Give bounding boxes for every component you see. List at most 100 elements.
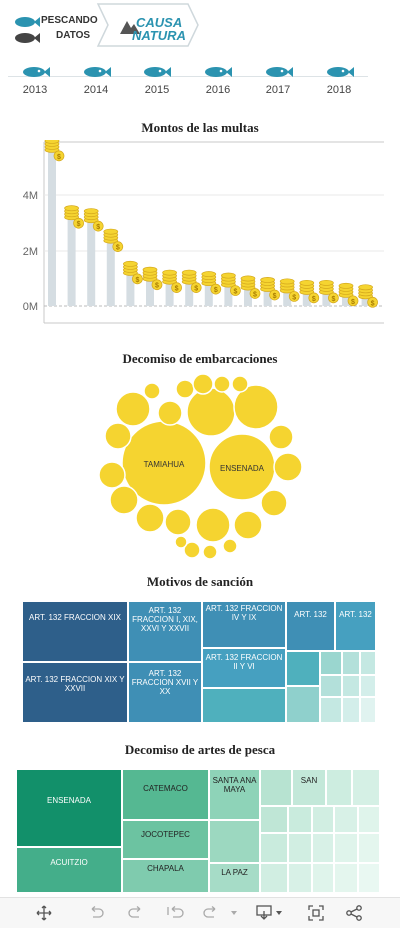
fullscreen-icon[interactable] [308, 905, 324, 921]
svg-text:$: $ [331, 296, 335, 303]
treemap-cell [342, 697, 360, 723]
bar[interactable] [87, 218, 96, 306]
pescando-datos-logo[interactable]: PESCANDO DATOS [14, 12, 104, 46]
bar[interactable] [361, 294, 370, 306]
bar[interactable] [263, 286, 272, 306]
bar[interactable] [146, 276, 154, 306]
treemap-cell[interactable]: ART. 132 [286, 601, 335, 651]
bubble[interactable] [273, 452, 303, 482]
bar[interactable] [204, 281, 213, 306]
bubble[interactable] [104, 422, 132, 450]
treemap-cell[interactable]: JOCOTEPEC [122, 820, 209, 859]
redo-icon[interactable] [128, 906, 144, 920]
treemap-cell[interactable]: ART. 132 FRACCION IV Y IX [202, 601, 286, 648]
coin-stack-icon: $ [299, 279, 320, 304]
year-label-2013[interactable]: 2013 [22, 84, 48, 96]
treemap-cell [360, 675, 376, 697]
bar[interactable] [342, 292, 350, 306]
year-label-2017[interactable]: 2017 [265, 84, 291, 96]
coin-stack-icon: $ [279, 278, 300, 302]
treemap-cell[interactable]: ENSENADA [16, 769, 122, 847]
revert-icon[interactable] [167, 906, 184, 920]
bubble[interactable] [260, 489, 288, 517]
treemap-cell[interactable]: SANTA ANA MAYA [209, 769, 260, 820]
treemap-cell[interactable]: CATEMACO [122, 769, 209, 820]
svg-text:$: $ [135, 277, 139, 284]
bar[interactable] [48, 147, 56, 306]
treemap-cell[interactable]: CHAPALA [122, 859, 209, 893]
bubble[interactable] [202, 544, 218, 560]
svg-text:$: $ [292, 294, 296, 301]
bar[interactable] [126, 270, 135, 306]
embarcaciones-bubble-chart[interactable]: TAMIAHUA ENSENADA [0, 370, 400, 565]
bubble[interactable] [98, 461, 126, 489]
treemap-cell[interactable]: ACUITZIO [16, 847, 122, 893]
bubble[interactable] [222, 538, 238, 554]
undo-icon[interactable] [88, 906, 104, 920]
bubble[interactable] [109, 485, 139, 515]
fish-icon[interactable] [143, 66, 171, 78]
motivos-treemap[interactable]: ART. 132 FRACCION XIX ART. 132 FRACCION … [22, 601, 376, 723]
coin-stack-icon: $ [123, 260, 143, 285]
move-icon[interactable] [36, 905, 52, 921]
year-label-2014[interactable]: 2014 [83, 84, 109, 96]
bubble[interactable] [174, 535, 188, 549]
treemap-cell [202, 688, 286, 723]
bubble[interactable] [233, 510, 263, 540]
year-label-2015[interactable]: 2015 [144, 84, 170, 96]
fish-icon[interactable] [265, 66, 293, 78]
bar[interactable] [283, 288, 292, 306]
coin-stack-icon: $ [338, 282, 359, 307]
coin-stack-icon: $ [240, 275, 261, 299]
bubble[interactable] [164, 508, 192, 536]
treemap-cell[interactable]: ART. 132 FRACCION I, XIX, XXVI Y XXVII [128, 601, 202, 662]
bubble[interactable] [157, 400, 183, 426]
treemap-cell-label: ART. 132 FRACCION IV Y IX [205, 604, 283, 623]
download-icon[interactable] [256, 905, 286, 921]
fish-icon[interactable] [83, 66, 111, 78]
bar[interactable] [67, 215, 76, 306]
fish-icon[interactable] [204, 66, 232, 78]
bubble[interactable] [231, 375, 249, 393]
year-label-2016[interactable]: 2016 [205, 84, 231, 96]
bar[interactable] [224, 282, 233, 306]
bubble[interactable] [115, 391, 151, 427]
treemap-cell[interactable]: ART. 132 FRACCION XIX [22, 601, 128, 662]
treemap-cell-label: SANTA ANA MAYA [212, 776, 257, 795]
treemap-cell[interactable]: ART. 132 FRACCION II Y VI [202, 648, 286, 688]
bubble[interactable] [135, 503, 165, 533]
treemap-cell[interactable]: ART. 132 FRACCION XIX Y XXVII [22, 662, 128, 723]
treemap-cell[interactable]: ART. 132 FRACCION XVII Y XX [128, 662, 202, 723]
bubble[interactable] [213, 375, 231, 393]
bar[interactable] [165, 279, 174, 306]
bubble[interactable] [233, 384, 279, 430]
bar[interactable] [244, 285, 252, 307]
artes-treemap[interactable]: ENSENADA ACUITZIO CATEMACO JOCOTEPEC CHA… [16, 769, 380, 893]
bubble[interactable] [175, 379, 195, 399]
bubble[interactable] [183, 541, 201, 559]
causa-natura-logo[interactable]: CAUSA NATURA [120, 14, 200, 44]
treemap-cell [260, 833, 288, 863]
bubble[interactable] [186, 387, 236, 437]
treemap-cell-label: CHAPALA [147, 864, 184, 873]
refresh-icon[interactable] [203, 906, 237, 920]
treemap-cell[interactable]: LA PAZ [209, 863, 260, 893]
share-icon[interactable] [346, 905, 362, 921]
treemap-cell [260, 806, 288, 833]
treemap-cell[interactable]: ART. 132 [335, 601, 376, 651]
year-label-2018[interactable]: 2018 [326, 84, 352, 96]
fish-icon[interactable] [22, 66, 50, 78]
multas-bar-chart[interactable]: 4M 2M 0M $$$$$$$$$$$$$$$$$ [0, 140, 400, 325]
svg-text:$: $ [273, 293, 277, 300]
bubble[interactable] [268, 424, 294, 450]
bar[interactable] [302, 289, 311, 306]
artes-chart-title: Decomiso de artes de pesca [124, 742, 276, 757]
treemap-cell[interactable]: SAN [292, 769, 326, 806]
bar[interactable] [322, 289, 331, 306]
fish-icon[interactable] [326, 66, 354, 78]
bubble[interactable] [192, 373, 214, 395]
bubble[interactable] [143, 382, 161, 400]
bar[interactable] [185, 279, 194, 306]
bubble[interactable] [195, 507, 231, 543]
bar[interactable] [106, 238, 115, 306]
